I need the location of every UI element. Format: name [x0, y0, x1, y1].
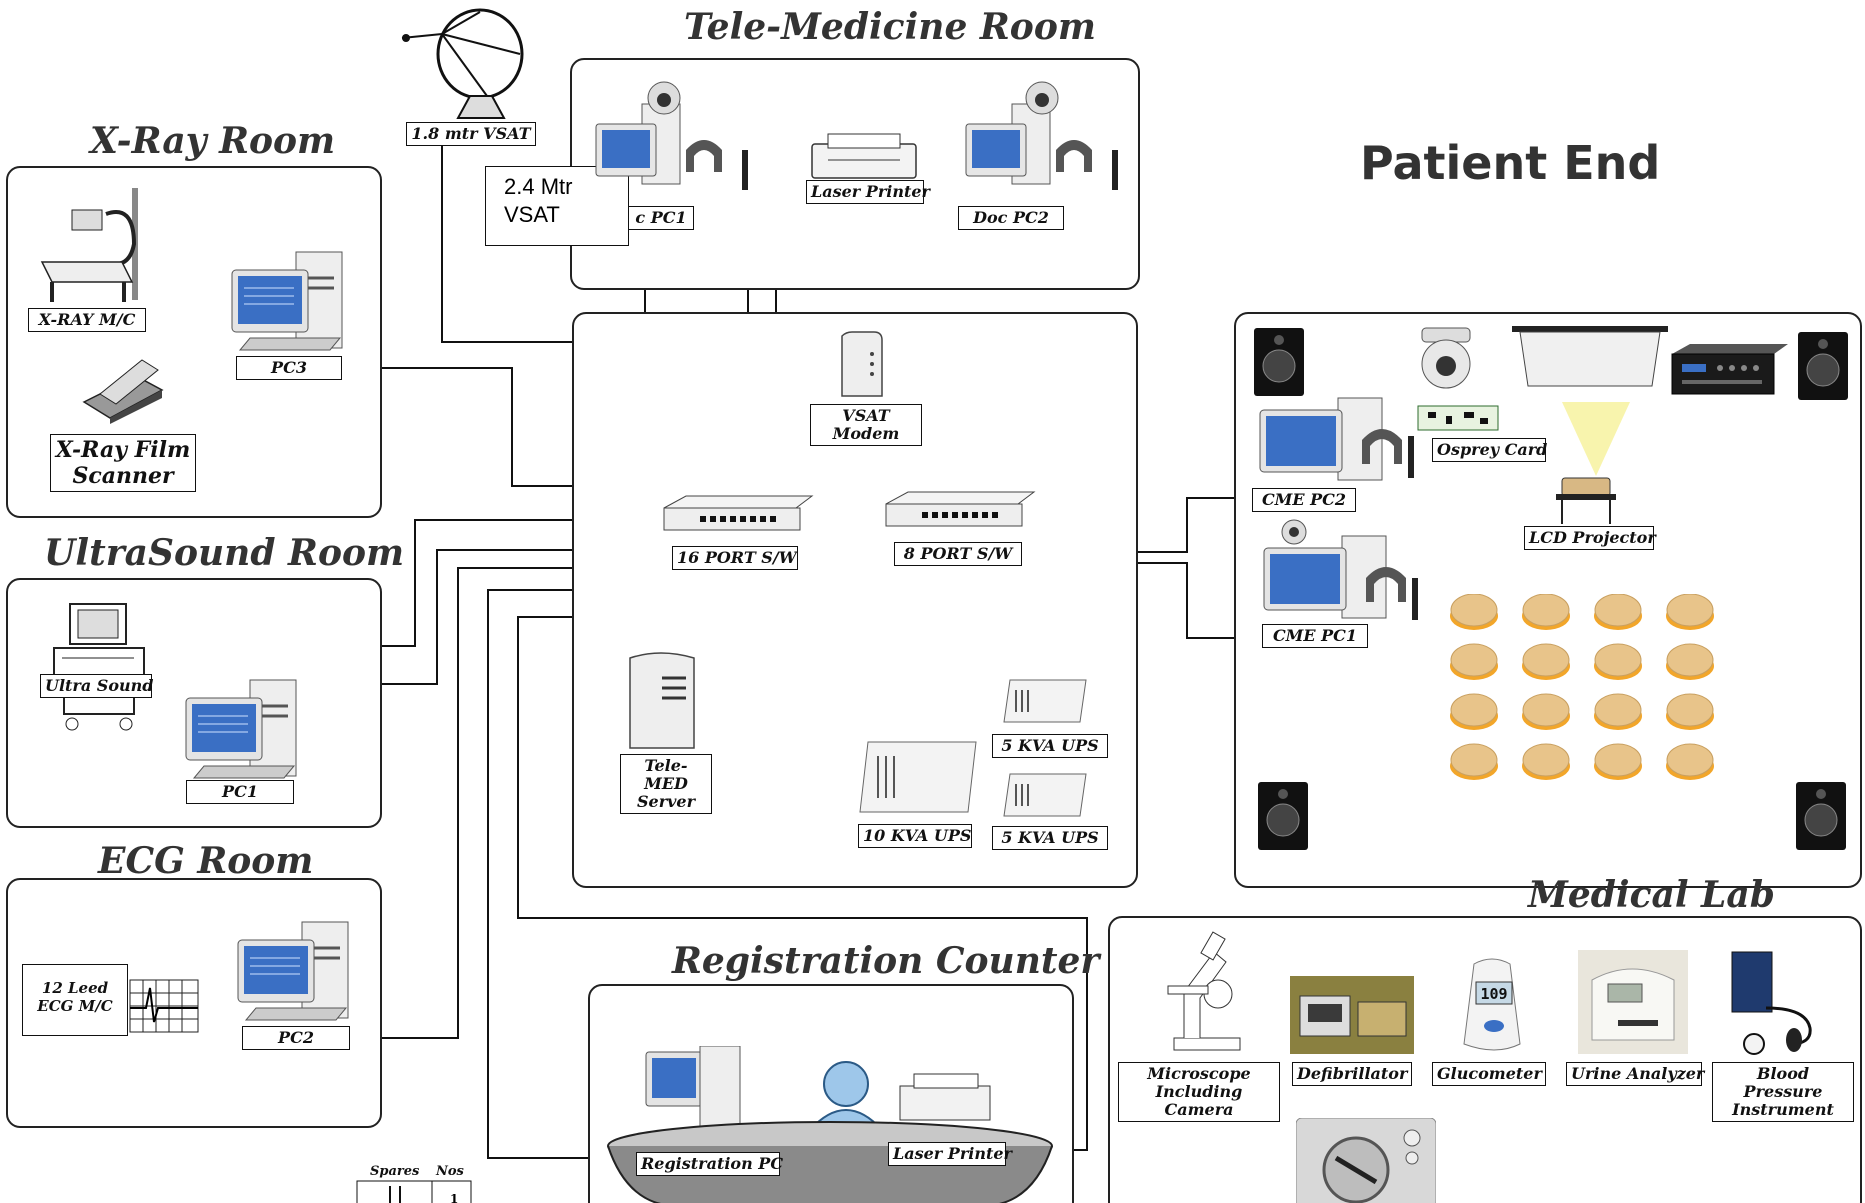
cme-pc2-label: CME PC2 [1252, 488, 1356, 512]
pc2-computer-icon [237, 921, 349, 1021]
defibrillator-label: Defibrillator [1292, 1062, 1412, 1086]
osprey-card-icon [1417, 405, 1499, 431]
registration-counter-title: Registration Counter [672, 940, 1100, 982]
switch-8-port-label: 8 PORT S/W [894, 542, 1022, 566]
blood-pressure-label: Blood Pressure Instrument [1712, 1062, 1854, 1122]
xray-film-scanner-line1: X-Ray Film [55, 437, 191, 463]
switch-8-port-icon [885, 491, 1036, 527]
switch-16-port-label: 16 PORT S/W [672, 546, 798, 570]
microscope-label: Microscope Including Camera [1118, 1062, 1280, 1122]
pc3-label: PC3 [236, 356, 342, 380]
speaker-icon [1798, 332, 1848, 400]
medical-lab-title: Medical Lab [1528, 874, 1775, 916]
projection-screen-icon [1512, 326, 1668, 387]
server-tower-icon [629, 652, 695, 749]
audience-chairs-icon [1449, 594, 1715, 781]
vsat-modem-icon [841, 331, 883, 397]
switch-16-port-icon [663, 495, 814, 531]
cme-pc1-workstation-icon [1263, 519, 1418, 620]
lcd-projector-icon [1556, 477, 1616, 524]
pc1-computer-icon [185, 679, 297, 779]
urine-analyzer-icon [1578, 950, 1688, 1054]
cme-pc1-label: CME PC1 [1262, 624, 1368, 648]
cme-pc2-workstation-icon [1259, 397, 1414, 481]
xray-machine-icon [40, 188, 138, 302]
ups-10kva-label: 10 KVA UPS [858, 824, 972, 848]
audio-mixer-icon [1671, 344, 1788, 395]
telemed-server-line2: Server [636, 792, 696, 811]
ecg-room-title: ECG Room [98, 840, 314, 882]
patient-end-title: Patient End [1360, 136, 1661, 190]
defibrillator-icon [1290, 976, 1414, 1054]
legend-spares-header: Spares [370, 1164, 420, 1179]
ups-5kva-label-b: 5 KVA UPS [992, 826, 1108, 850]
microscope-icon [1167, 931, 1241, 1051]
ecg-machine-line1: 12 Leed [41, 979, 109, 997]
pc3-computer-icon [231, 251, 343, 351]
microscope-line2: Including Camera [1155, 1082, 1243, 1119]
pc2-label: PC2 [242, 1026, 350, 1050]
registration-laser-printer-label: Laser Printer [888, 1142, 1012, 1166]
tm-laser-printer-label: Laser Printer [806, 180, 930, 204]
speaker-icon [1254, 328, 1304, 396]
ups-5kva-icon [1003, 679, 1087, 723]
osprey-card-label: Osprey Card [1432, 438, 1547, 462]
reception-desk-icon [607, 1046, 1053, 1203]
ups-5kva-label-a: 5 KVA UPS [992, 734, 1108, 758]
autoclave-icon [1296, 1118, 1436, 1203]
vsat-modem-label: VSAT Modem [810, 404, 922, 446]
glucometer-reading: 109 [1480, 985, 1507, 1003]
xray-film-scanner-label: X-Ray Film Scanner [50, 434, 196, 492]
microscope-line1: Microscope [1147, 1064, 1251, 1083]
telemed-server-line1: Tele-MED [644, 756, 688, 793]
telemedicine-room-title: Tele-Medicine Room [684, 6, 1096, 48]
vsat-24m-line1: 2.4 Mtr [504, 174, 573, 199]
speaker-icon [1796, 782, 1846, 850]
registration-pc-label: Registration PC [636, 1152, 783, 1176]
legend-nos-header: Nos [436, 1164, 464, 1179]
telemed-server-label: Tele-MED Server [620, 754, 712, 814]
urine-analyzer-label: Urine Analyzer [1566, 1062, 1704, 1086]
glucometer-label: Glucometer [1432, 1062, 1546, 1086]
legend-table [356, 1180, 472, 1203]
vsat-24m-line2: VSAT [504, 202, 560, 227]
satellite-dish-icon [401, 8, 524, 119]
ecg-chart-icon [129, 979, 199, 1033]
ecg-machine-line2: ECG M/C [37, 997, 113, 1015]
doc-pc1-label: c PC1 [628, 206, 694, 230]
pc1-label: PC1 [186, 780, 294, 804]
blood-pressure-line1: Blood Pressure [1743, 1064, 1823, 1101]
legend-nos-value: 1 [450, 1192, 459, 1203]
projector-beam-icon [1562, 402, 1630, 476]
ecg-machine-label: 12 Leed ECG M/C [22, 964, 128, 1036]
ultrasound-machine-icon [53, 603, 145, 731]
laser-printer-icon [811, 133, 917, 179]
vsat-modem-line1: VSAT [842, 406, 890, 425]
blood-pressure-icon [1731, 951, 1812, 1055]
doc-pc2-workstation-icon [965, 81, 1118, 190]
ups-5kva-icon [1003, 773, 1087, 817]
ptz-camera-icon [1421, 327, 1471, 389]
vsat-24m-label: 2.4 Mtr VSAT [485, 166, 629, 246]
ultrasound-room-title: UltraSound Room [44, 532, 405, 574]
ultrasound-label: Ultra Sound [40, 674, 153, 698]
doc-pc2-label: Doc PC2 [958, 206, 1064, 230]
blood-pressure-line2: Instrument [1732, 1100, 1834, 1119]
ups-10kva-icon [859, 741, 977, 813]
xray-film-scanner-line2: Scanner [72, 463, 174, 489]
doc-pc1-workstation-icon [595, 81, 748, 190]
vsat-18m-label: 1.8 mtr VSAT [406, 122, 536, 146]
glucometer-icon: 109 [1463, 958, 1521, 1051]
xray-mc-label: X-RAY M/C [28, 308, 146, 332]
vsat-modem-line2: Modem [832, 424, 900, 443]
xray-room-title: X-Ray Room [90, 120, 336, 162]
lcd-projector-label: LCD Projector [1524, 526, 1656, 550]
film-scanner-icon [82, 359, 164, 424]
speaker-icon [1258, 782, 1308, 850]
